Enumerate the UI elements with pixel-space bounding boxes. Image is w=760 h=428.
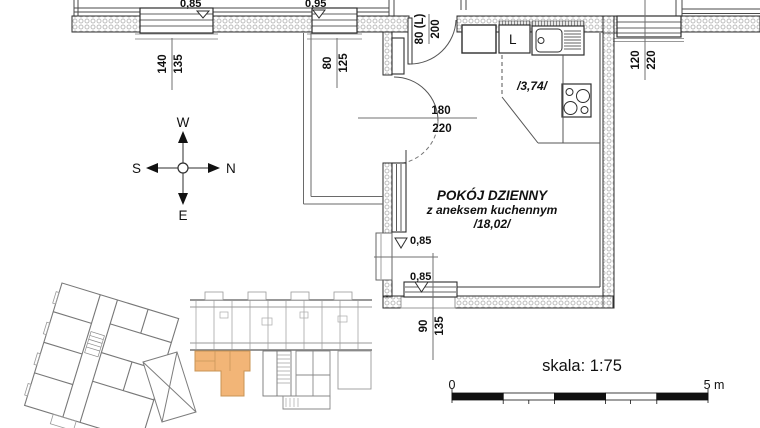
- window-top-2: [307, 7, 362, 40]
- kitchen-door: [407, 17, 457, 65]
- sill-marker-icon: [394, 237, 408, 249]
- dim-top2-h: 125: [338, 53, 350, 73]
- kitchen-area-label: /3,74/: [516, 79, 549, 93]
- compass-down-label: E: [178, 208, 187, 223]
- compass-arrow-down-icon: [178, 193, 188, 205]
- fridge-label: L: [509, 32, 517, 47]
- scale-zero-label: 0: [449, 378, 456, 392]
- minimap-left-wing: [23, 282, 180, 428]
- dim-balcony-door-h: 220: [432, 123, 451, 135]
- compass-up-label: W: [177, 115, 190, 130]
- main-room-walls: [382, 15, 615, 309]
- window-left: [375, 162, 408, 281]
- balcony-door: [391, 37, 439, 165]
- compass-arrow-left-icon: [146, 163, 158, 173]
- dim-top1-h: 135: [173, 54, 185, 74]
- minimap-stairwell: [262, 350, 292, 397]
- dim-bottom-win-w: 90: [418, 320, 430, 333]
- dim-right-win-h: 220: [646, 50, 658, 69]
- room-title: POKÓJ DZIENNY: [437, 188, 549, 203]
- window-right-120: [613, 15, 684, 42]
- minimap-lower-units: [282, 350, 372, 410]
- sill-marker-icon: [312, 9, 326, 19]
- compass-rose: W N S E: [132, 115, 236, 223]
- main-room-inner-outline: [405, 33, 601, 288]
- stove-icon: [561, 83, 592, 118]
- dim-kitchen-door-h: 200: [430, 19, 442, 38]
- dimension-labels: 0,85 140 135 0,95 80 125 80 (L) 200 120 …: [157, 0, 658, 336]
- scale-five-label: 5 m: [704, 378, 725, 392]
- dimension-lines: [171, 0, 646, 360]
- sill-label-left: 0,85: [410, 235, 431, 247]
- sill-marker-icon: [414, 281, 429, 293]
- compass-right-label: N: [226, 161, 236, 176]
- room-area: /18,02/: [473, 217, 512, 231]
- sill-label-top2: 0,95: [305, 0, 326, 10]
- minimap-right-wing: [190, 291, 372, 351]
- sink-icon: [531, 25, 585, 56]
- dim-top2-w: 80: [322, 57, 334, 70]
- scale-bar: skala: 1:75 0 5 m: [449, 357, 725, 404]
- kitchen-cabinet: [461, 24, 497, 54]
- compass-arrow-up-icon: [178, 131, 188, 143]
- window-top-1: [135, 7, 218, 40]
- window-bottom: [400, 281, 458, 309]
- wall-finish-strip: [531, 20, 585, 27]
- upper-rooms-walls: [73, 0, 760, 16]
- fridge: [498, 24, 531, 54]
- minimap-highlighted-unit: [194, 350, 251, 397]
- site-plan-minimap: [23, 282, 372, 428]
- dim-right-win-w: 120: [630, 50, 642, 69]
- sill-marker-icon: [195, 10, 211, 19]
- dim-top1-w: 140: [157, 54, 169, 73]
- sill-label-bottom: 0,85: [410, 271, 431, 283]
- terrace-railing: [303, 33, 383, 205]
- dim-kitchen-door-w: 80 (L): [414, 13, 426, 44]
- room-subtitle: z aneksem kuchennym: [426, 203, 558, 217]
- sill-label-top1: 0,85: [180, 0, 201, 10]
- compass-left-label: S: [132, 161, 141, 176]
- dim-balcony-door-w: 180: [431, 105, 450, 117]
- minimap-ramp: [142, 351, 197, 423]
- kitchen-area-boundary: [501, 55, 600, 144]
- kitchen-annex: L: [461, 20, 600, 144]
- dim-bottom-win-h: 135: [434, 316, 446, 336]
- scale-label: skala: 1:75: [542, 357, 622, 375]
- room-labels: POKÓJ DZIENNY z aneksem kuchennym /18,02…: [426, 79, 558, 231]
- compass-arrow-right-icon: [208, 163, 220, 173]
